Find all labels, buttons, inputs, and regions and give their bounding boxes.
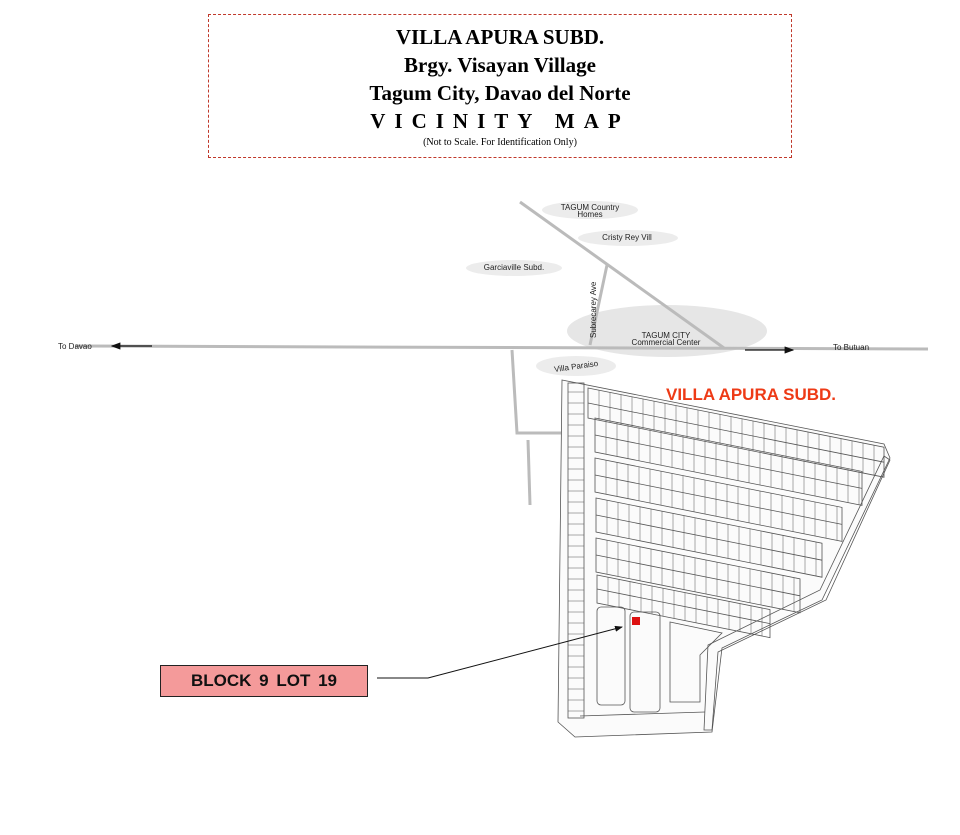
block-8 <box>596 606 626 706</box>
national-highway <box>74 344 929 351</box>
subdivision-boundary <box>557 379 891 738</box>
callout-leader-line <box>377 625 623 679</box>
lot-row-divider <box>587 402 885 463</box>
block-lot-callout: BLOCK 9 LOT 19 <box>160 665 368 697</box>
lot-row-divider <box>594 434 863 489</box>
to-butuan-label: To Butuan <box>833 343 869 352</box>
lot-row <box>594 417 863 506</box>
barangay-name: Brgy. Visayan Village <box>404 53 596 77</box>
villa-paraiso-area <box>536 356 616 376</box>
commercial-center-label-2: Commercial Center <box>632 338 701 347</box>
scale-note: (Not to Scale. For Identification Only) <box>423 137 577 148</box>
garciaville-area <box>466 260 562 276</box>
lot-row <box>595 497 823 578</box>
cristy-rey-label: Cristy Rey Vill <box>602 233 652 242</box>
tagum-country-homes-area <box>542 201 638 219</box>
block-10-11-strip <box>567 382 585 719</box>
garciaville-label: Garciaville Subd. <box>484 263 544 272</box>
access-road <box>510 349 568 435</box>
lot-row-divider <box>596 588 771 624</box>
lot-row <box>595 537 801 614</box>
block-9 <box>629 611 661 713</box>
tagum-country-homes-label: TAGUM Country <box>561 203 620 212</box>
to-davao-label: To Davao <box>58 342 92 351</box>
lot-19-marker <box>632 617 640 625</box>
subdivision-title: VILLA APURA SUBD. <box>666 385 836 404</box>
lot-row <box>587 387 885 478</box>
subdivision-name: VILLA APURA SUBD. <box>395 25 605 49</box>
lot-row <box>596 574 771 639</box>
lot-row-divider <box>595 514 823 561</box>
bottom-road <box>579 711 706 717</box>
city-name: Tagum City, Davao del Norte <box>369 81 631 105</box>
cristy-rey-area <box>578 230 678 246</box>
map-title-box: VILLA APURA SUBD. Brgy. Visayan Village … <box>208 14 792 158</box>
tagum-country-homes-label-2: Homes <box>577 210 602 219</box>
map-type-title: VICINITY MAP <box>370 109 630 133</box>
subrecarey-avenue <box>588 264 609 346</box>
lot-row-divider <box>594 474 843 525</box>
subrecarey-ave-label: Subrecarey Ave <box>589 281 598 338</box>
east-lot-strip <box>703 455 891 731</box>
lot-row-divider <box>595 554 801 597</box>
subdivision-plan <box>557 379 891 738</box>
commercial-center-label: TAGUM CITY <box>642 331 691 340</box>
diagonal-road <box>519 200 725 350</box>
access-road-branch <box>526 439 532 506</box>
open-space <box>669 621 723 703</box>
lot-row <box>594 457 843 542</box>
